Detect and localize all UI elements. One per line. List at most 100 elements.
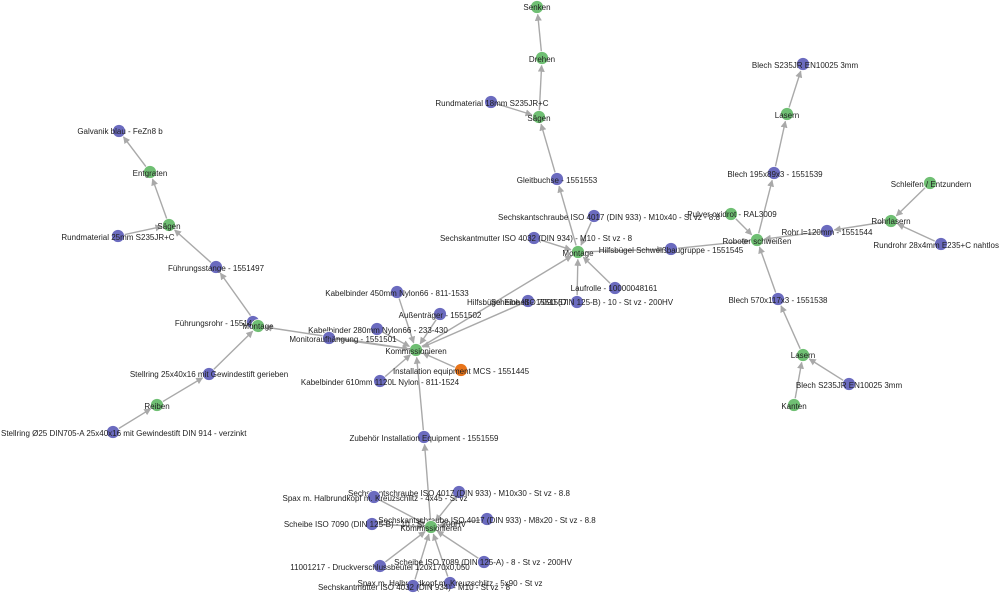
- node-marker-product[interactable]: [373, 374, 387, 388]
- node-marker-product[interactable]: [111, 229, 125, 243]
- node-kanten[interactable]: Kanten: [781, 398, 807, 412]
- node-marker-process[interactable]: [162, 218, 176, 232]
- node-pulver[interactable]: Pulver oxidrot - RAL3009: [687, 207, 777, 221]
- node-scheibe7090_a[interactable]: Scheibe ISO 7090 (DIN 125-B) - 10 - St v…: [491, 295, 674, 309]
- node-blech195[interactable]: Blech 195x89x3 - 1551539: [727, 166, 823, 180]
- node-marker-product[interactable]: [484, 95, 498, 109]
- node-schleifen[interactable]: Schleifen / Entzundern: [891, 176, 972, 190]
- node-rohr[interactable]: Rohr l=120mm - 1551544: [782, 224, 873, 238]
- node-blech3_bot[interactable]: Blech S235JR EN10025 3mm: [796, 377, 903, 391]
- node-kabel450[interactable]: Kabelbinder 450mm Nylon66 - 811-1533: [325, 285, 469, 299]
- node-lasern_top[interactable]: Lasern: [775, 107, 799, 121]
- node-lasern_bot[interactable]: Lasern: [791, 348, 815, 362]
- node-marker-process[interactable]: [884, 214, 898, 228]
- node-blech3_top[interactable]: Blech S235JR EN10025 3mm: [752, 57, 859, 71]
- node-laufrolle[interactable]: Laufrolle - 10000048161: [571, 281, 658, 295]
- node-marker-product[interactable]: [443, 576, 457, 590]
- node-marker-process[interactable]: [780, 107, 794, 121]
- node-marker-process[interactable]: [251, 319, 265, 333]
- node-marker-product[interactable]: [452, 485, 466, 499]
- node-entgraten[interactable]: Entgraten: [133, 165, 168, 179]
- node-scheibe7089[interactable]: Scheibe ISO 7089 (DIN 125-A) - 8 - St vz…: [394, 555, 573, 569]
- node-marker-product[interactable]: [406, 579, 420, 593]
- node-kommission_c[interactable]: Kommissionieren: [385, 343, 447, 357]
- node-marker-product[interactable]: [365, 517, 379, 531]
- node-stellring25[interactable]: Stellring 25x40x16 mit Gewindestift geri…: [130, 367, 288, 381]
- node-galvanik[interactable]: Galvanik blau - FeZn8 b: [77, 124, 163, 138]
- node-rohrlasern[interactable]: Rohrlasern: [871, 214, 911, 228]
- node-drehen[interactable]: Drehen: [529, 51, 555, 65]
- node-hilfsbuegel[interactable]: Hilfsbügel Schweißbaugruppe - 1551545: [599, 242, 744, 256]
- node-marker-product[interactable]: [433, 307, 447, 321]
- node-stellring_din[interactable]: Stellring Ø25 DIN705-A 25x40x16 mit Gewi…: [1, 425, 247, 439]
- node-rund25[interactable]: Rundmaterial 25mm S235JR+C: [61, 229, 175, 243]
- node-hilfsbuegel_1551557[interactable]: Hilfsbügel Einheit - 1551557: [467, 294, 568, 308]
- node-marker-process[interactable]: [796, 348, 810, 362]
- node-marker-process[interactable]: [530, 0, 544, 14]
- node-senken[interactable]: Senken: [523, 0, 551, 14]
- node-sk4017_m10x30[interactable]: Sechskantschraube ISO 4017 (DIN 933) - M…: [348, 485, 570, 499]
- node-install[interactable]: Installation equipment MCS - 1551445: [393, 363, 530, 377]
- node-scheibe7090_b[interactable]: Scheibe ISO 7090 (DIN 125-B) - 10 - St v…: [284, 517, 467, 531]
- node-marker-process[interactable]: [532, 110, 546, 124]
- node-kommission_b[interactable]: Kommissionieren: [400, 520, 462, 534]
- node-marker-product[interactable]: [608, 281, 622, 295]
- node-skm4032_b[interactable]: Sechskantmutter ISO 4032 (DIN 934) - M10…: [318, 579, 511, 593]
- node-marker-product[interactable]: [480, 512, 494, 526]
- node-fuehrungsstange[interactable]: Führungsstange - 1551497: [168, 260, 265, 274]
- node-marker-process[interactable]: [150, 398, 164, 412]
- node-saegen_l[interactable]: Sägen: [157, 218, 181, 232]
- node-marker-process[interactable]: [571, 245, 585, 259]
- node-marker-product[interactable]: [820, 224, 834, 238]
- node-marker-process[interactable]: [923, 176, 937, 190]
- node-kabel280[interactable]: Kabelbinder 280mm Nylon66 - 233-430: [308, 322, 448, 336]
- node-marker-product[interactable]: [570, 295, 584, 309]
- node-marker-product[interactable]: [587, 209, 601, 223]
- node-marker-product[interactable]: [367, 490, 381, 504]
- node-spax1[interactable]: Spax m. Halbrundkopf m. Kreuzschlitz - 4…: [283, 490, 468, 504]
- node-marker-product[interactable]: [209, 260, 223, 274]
- node-zubehoer[interactable]: Zubehör Installation Equipment - 1551559: [350, 430, 500, 444]
- node-reiben[interactable]: Reiben: [144, 398, 170, 412]
- node-marker-product[interactable]: [796, 57, 810, 71]
- node-marker-product[interactable]: [527, 231, 541, 245]
- node-marker-product[interactable]: [771, 292, 785, 306]
- node-marker-product[interactable]: [934, 237, 948, 251]
- node-blech570[interactable]: Blech 570x117x3 - 1551538: [728, 292, 828, 306]
- node-kabel610[interactable]: Kabelbinder 610mm 1120L Nylon - 811-1524: [301, 374, 460, 388]
- node-marker-process[interactable]: [724, 207, 738, 221]
- node-gleitbuchse[interactable]: Gleitbuchse - 1551553: [517, 172, 598, 186]
- node-spax2[interactable]: Spax m. Halbrundkopf m. Kreuzschlitz - 5…: [358, 576, 543, 590]
- node-marker-product[interactable]: [550, 172, 564, 186]
- node-saegen_r[interactable]: Sägen: [527, 110, 551, 124]
- node-marker-product[interactable]: [521, 294, 535, 308]
- node-marker-process[interactable]: [143, 165, 157, 179]
- node-marker-product[interactable]: [370, 322, 384, 336]
- node-marker-product[interactable]: [202, 367, 216, 381]
- node-rund18[interactable]: Rundmaterial 18mm S235JR+C: [435, 95, 549, 109]
- node-monitorauf[interactable]: Monitoraufhängung - 1551501: [289, 331, 397, 345]
- node-marker-product[interactable]: [322, 331, 336, 345]
- node-marker-process[interactable]: [409, 343, 423, 357]
- node-marker-product[interactable]: [842, 377, 856, 391]
- node-marker-product[interactable]: [767, 166, 781, 180]
- node-marker-process[interactable]: [750, 233, 764, 247]
- node-marker-process[interactable]: [424, 520, 438, 534]
- node-sk4017_m8x20[interactable]: Sechskantschraube ISO 4017 (DIN 933) - M…: [378, 512, 596, 526]
- node-rundrohr[interactable]: Rundrohr 28x4mm E235+C nahtlos: [873, 237, 999, 251]
- node-montage_l[interactable]: Montage: [242, 319, 274, 333]
- node-marker-process[interactable]: [787, 398, 801, 412]
- node-marker-product[interactable]: [664, 242, 678, 256]
- node-marker-product[interactable]: [417, 430, 431, 444]
- node-skm4032[interactable]: Sechskantmutter ISO 4032 (DIN 934) - M10…: [440, 231, 633, 245]
- node-marker-product[interactable]: [373, 559, 387, 573]
- node-marker-product[interactable]: [390, 285, 404, 299]
- node-marker-process[interactable]: [535, 51, 549, 65]
- node-druckver[interactable]: 11001217 - Druckverschlussbeutel 120x170…: [290, 559, 470, 573]
- node-roboter[interactable]: Roboter schweißen: [723, 233, 792, 247]
- node-aussentraeger[interactable]: Außenträger - 1551502: [399, 307, 482, 321]
- node-marker-product[interactable]: [112, 124, 126, 138]
- node-marker-product[interactable]: [106, 425, 120, 439]
- node-montage_c[interactable]: Montage: [562, 245, 594, 259]
- node-marker-product[interactable]: [477, 555, 491, 569]
